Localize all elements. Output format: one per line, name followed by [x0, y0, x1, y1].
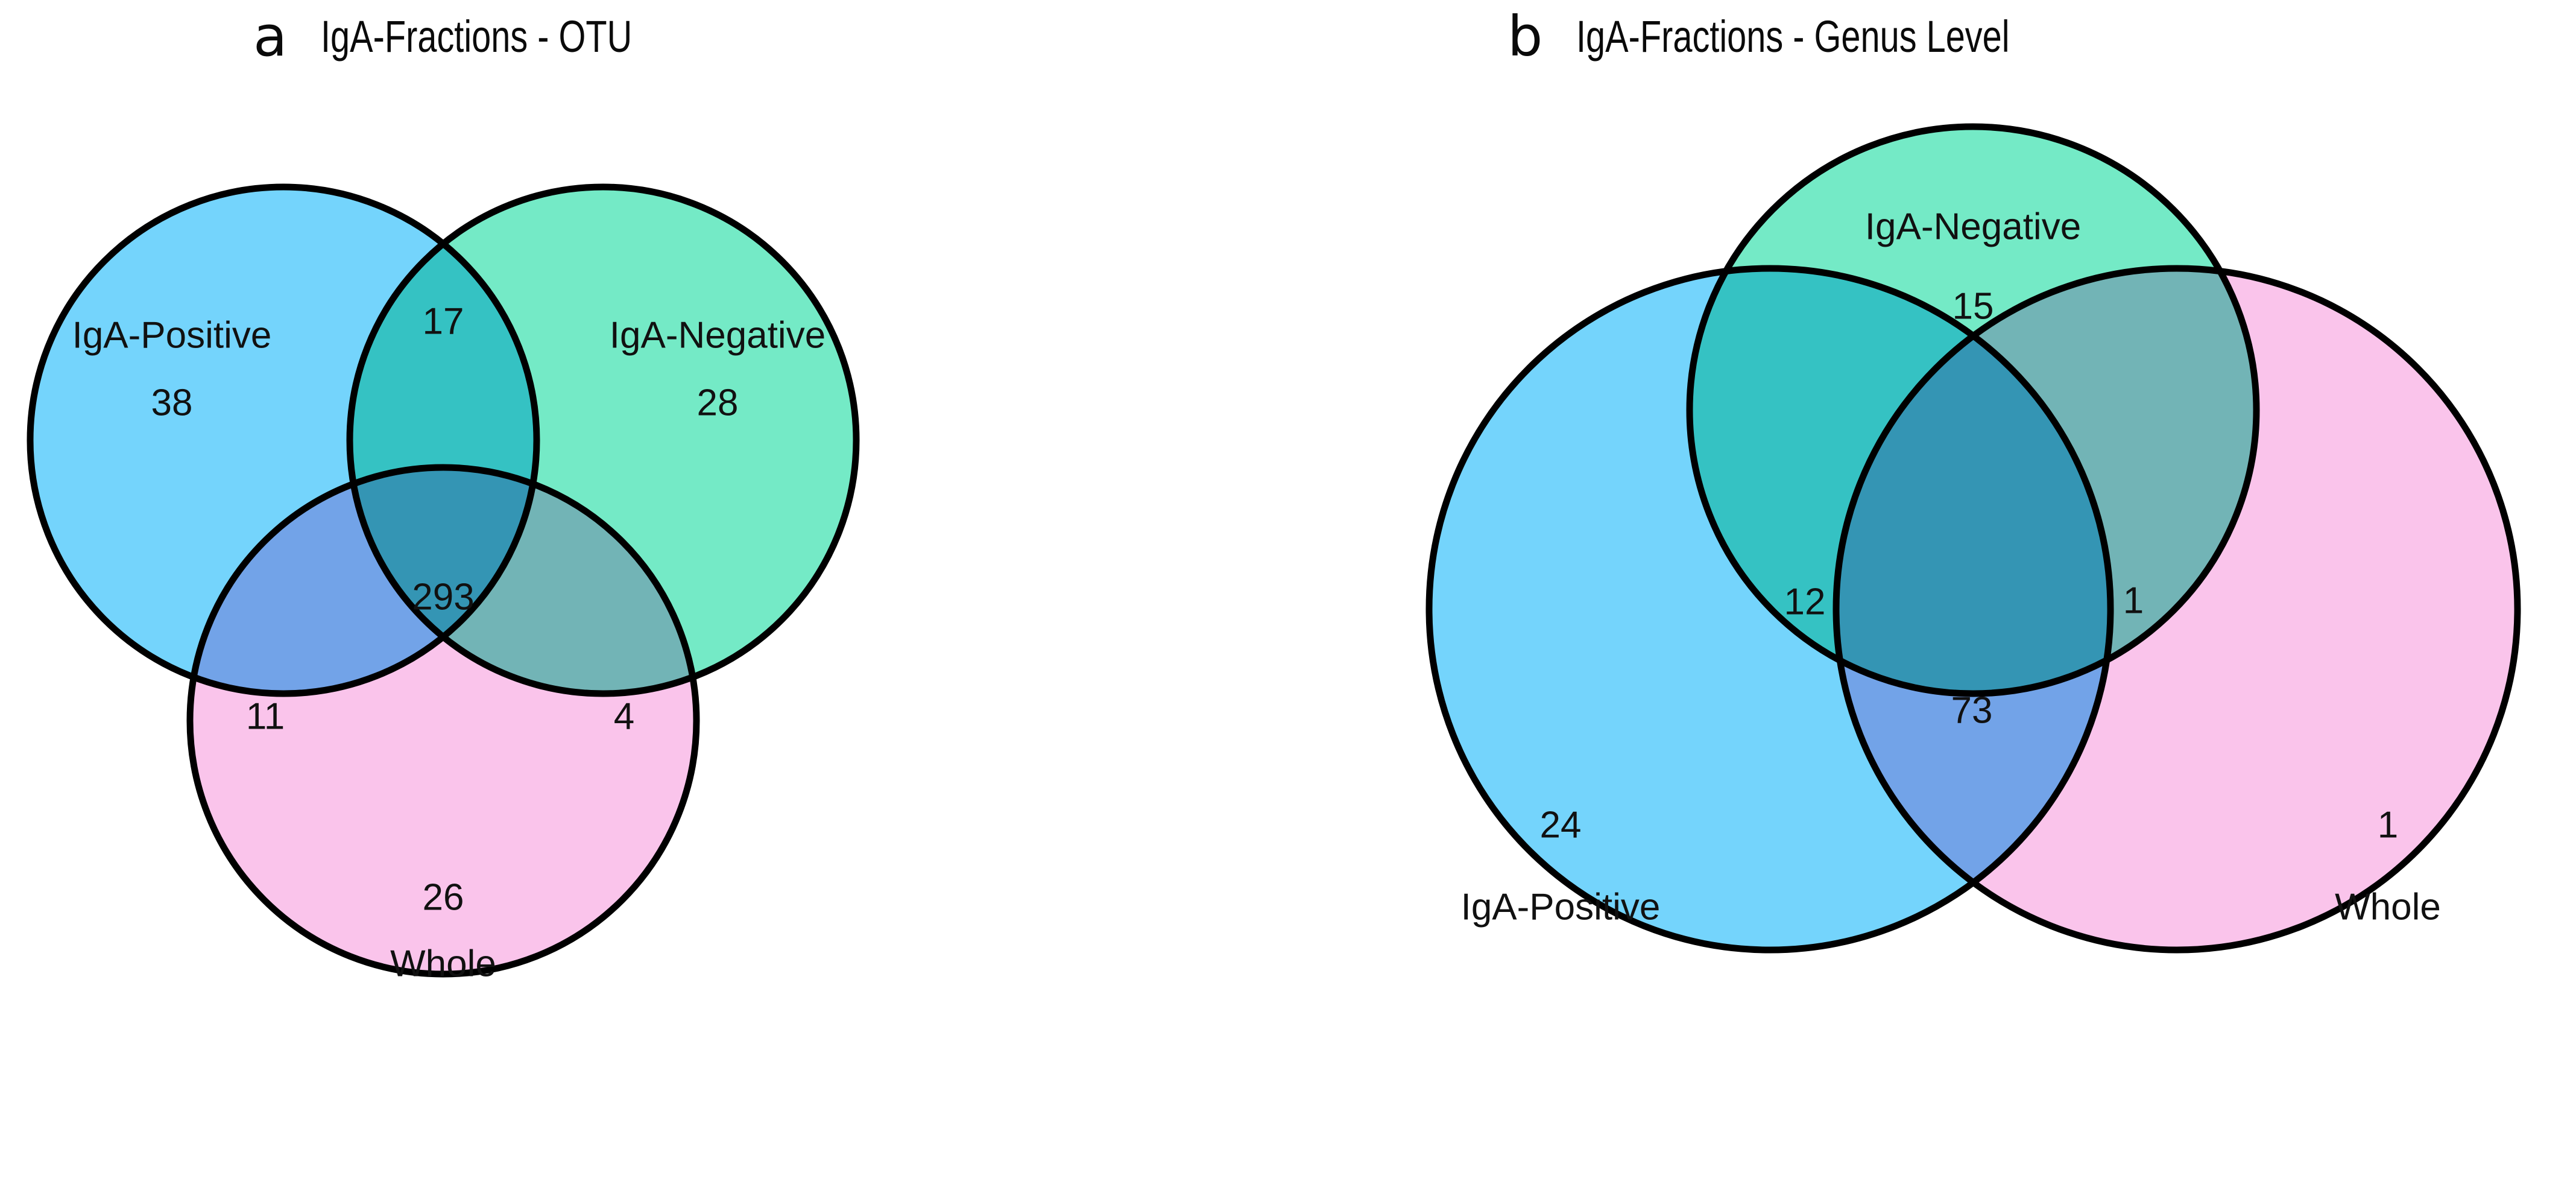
circle-whole-fill [190, 467, 696, 974]
panel-a-header: a IgA-Fractions - OTU [0, 4, 1544, 70]
panel-a-outlines [27, 183, 860, 978]
panel-b-fills [1429, 127, 2518, 950]
count-all-three: 293 [412, 576, 474, 618]
label-whole: Whole [390, 943, 496, 984]
count-iga-positive-only: 38 [151, 382, 193, 423]
panel-b-title: IgA-Fractions - Genus Level [1576, 11, 2010, 62]
panel-a-letter: a [253, 4, 288, 69]
count-all-three: 73 [1951, 689, 1993, 731]
count-iga-negative-only: 15 [1953, 285, 1994, 327]
count-positive-negative: 17 [423, 300, 464, 342]
panel-a: a IgA-Fractions - OTU IgA-Positive 38 Ig… [27, 9, 860, 984]
label-iga-negative: IgA-Negative [1865, 206, 2081, 247]
panel-a-fills [30, 187, 856, 974]
circle-whole-outline [186, 464, 700, 978]
count-negative-whole: 1 [2123, 580, 2144, 621]
circle-iga-negative-fill [1690, 127, 2256, 694]
circle-iga-positive-outline [27, 183, 540, 697]
panel-b-letter: b [1507, 4, 1543, 69]
panel-a-venn: IgA-Positive 38 IgA-Negative 28 17 293 1… [27, 183, 860, 984]
count-positive-whole: 11 [246, 695, 285, 737]
count-iga-negative-only: 28 [697, 382, 739, 423]
label-iga-positive: IgA-Positive [72, 314, 272, 356]
label-iga-positive: IgA-Positive [1461, 886, 1661, 928]
panel-b: b IgA-Fractions - Genus Level IgA-Negati… [1290, 0, 2576, 1190]
circle-iga-negative-outline [1686, 123, 2260, 697]
panel-b-venn: IgA-Negative 15 12 1 73 24 IgA-Positive … [1425, 123, 2521, 954]
count-negative-whole: 4 [614, 695, 634, 737]
circle-iga-positive-outline [1425, 265, 2114, 954]
count-positive-negative: 12 [1784, 581, 1826, 622]
label-iga-negative: IgA-Negative [610, 314, 826, 356]
circle-iga-negative-outline [346, 183, 860, 697]
label-whole: Whole [2335, 886, 2441, 928]
panel-b-header: b IgA-Fractions - Genus Level [1290, 4, 2576, 70]
panel-b-outlines [1425, 123, 2521, 954]
count-iga-positive-only: 24 [1540, 804, 1582, 846]
circle-whole-outline [1833, 265, 2521, 954]
count-whole-only: 1 [2378, 804, 2398, 846]
count-whole-only: 26 [423, 876, 464, 918]
panel-a-title: IgA-Fractions - OTU [321, 11, 633, 62]
